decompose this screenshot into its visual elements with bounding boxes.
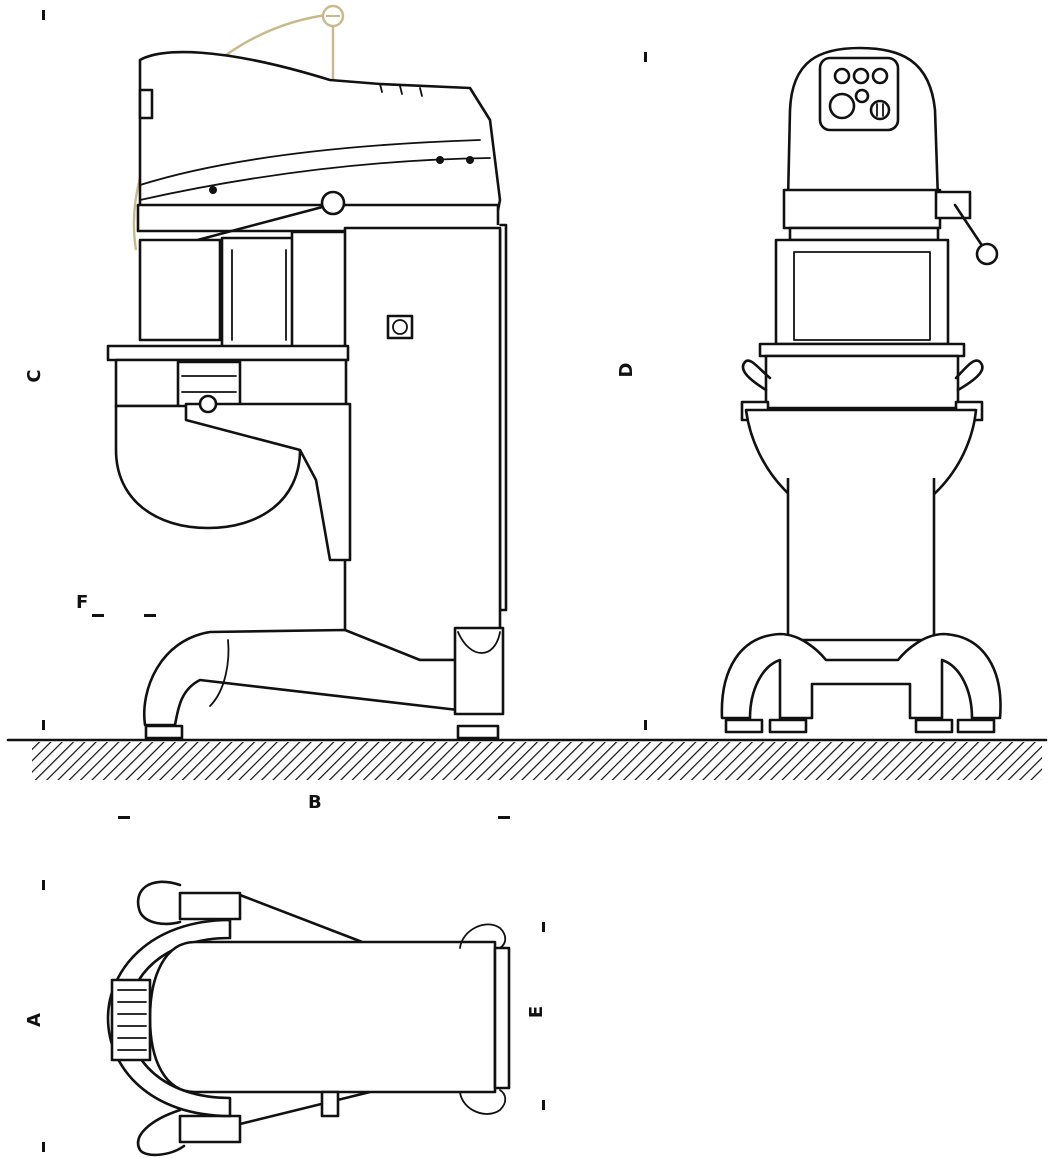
dimension-label-a: A	[24, 1013, 45, 1027]
dimension-ticks	[42, 10, 647, 1152]
dimension-label-c: C	[24, 369, 45, 382]
dimension-label-e: E	[526, 1006, 547, 1018]
front-foot-4	[956, 718, 996, 734]
front-foot-1	[724, 718, 764, 734]
top-view	[106, 880, 511, 1157]
top-body	[148, 940, 497, 1094]
dimension-label-f: F	[76, 592, 88, 613]
floor-hatch	[32, 742, 1042, 780]
dimension-label-d: D	[616, 363, 637, 378]
front-foot-2	[768, 718, 808, 734]
column-switch	[386, 314, 414, 340]
control-knob	[828, 92, 856, 120]
mixer-base	[142, 628, 460, 727]
control-button-3	[871, 67, 889, 85]
foot-right	[456, 724, 500, 740]
top-panel	[493, 946, 511, 1090]
front-guard	[774, 238, 950, 346]
front-foot-3	[914, 718, 954, 734]
dimension-label-b: B	[308, 792, 322, 813]
control-dial	[869, 99, 891, 121]
front-lever-knob	[975, 242, 999, 266]
foot-left	[144, 724, 184, 740]
lever-knob	[320, 190, 346, 216]
control-button-2	[852, 67, 870, 85]
control-button-1	[833, 67, 851, 85]
mixer-head	[138, 50, 502, 230]
top-ring	[106, 918, 232, 1118]
side-view	[106, 4, 508, 740]
front-column	[786, 478, 936, 642]
front-view	[720, 46, 1002, 734]
front-base	[720, 632, 1002, 720]
